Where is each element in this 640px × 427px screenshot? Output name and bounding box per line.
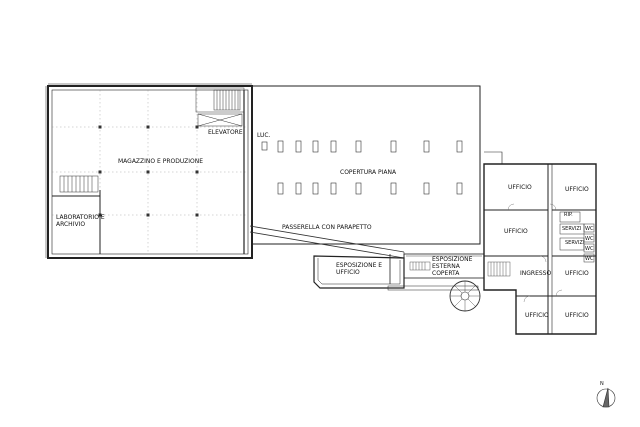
spiral-stair (449, 280, 481, 312)
label-wc-1: WC (585, 226, 594, 232)
roof-block (251, 85, 481, 245)
label-servizi-1: SERVIZI (562, 226, 582, 232)
office-wing (483, 151, 597, 335)
label-wc-4: WC (585, 256, 594, 262)
label-ufficio-2: UFFICIO (565, 186, 589, 193)
label-wc-3: WC (585, 246, 594, 252)
label-ufficio-5: UFFICIO (525, 312, 549, 319)
label-ufficio-6: UFFICIO (565, 312, 589, 319)
label-ufficio-4: UFFICIO (565, 270, 589, 277)
warehouse-block (45, 83, 253, 259)
label-rip: RIP. (564, 212, 573, 218)
label-esposizione-ufficio: ESPOSIZIONE E UFFICIO (336, 262, 383, 276)
label-servizi-2: SERVIZI (565, 240, 585, 246)
label-esposizione-esterna: ESPOSIZIONE ESTERNA COPERTA (432, 256, 473, 277)
label-copertura: COPERTURA PIANA (340, 169, 397, 176)
label-ufficio-3: UFFICIO (504, 228, 528, 235)
exhibition-office-block (313, 254, 479, 291)
label-passerella: PASSERELLA CON PARAPETTO (282, 224, 372, 231)
label-ufficio-1: UFFICIO (508, 184, 532, 191)
label-laboratorio: LABORATORIO E ARCHIVIO (56, 214, 105, 228)
north-label: N (600, 381, 604, 387)
label-ingresso: INGRESSO (520, 270, 552, 277)
label-elevatore: ELEVATORE (208, 129, 243, 136)
label-magazzino: MAGAZZINO E PRODUZIONE (118, 158, 204, 165)
north-arrow-icon (596, 387, 616, 408)
stair-west (59, 175, 99, 193)
label-wc-2: WC (585, 236, 594, 242)
elevator-stair (195, 87, 245, 127)
label-luc: LUC. (257, 132, 271, 139)
